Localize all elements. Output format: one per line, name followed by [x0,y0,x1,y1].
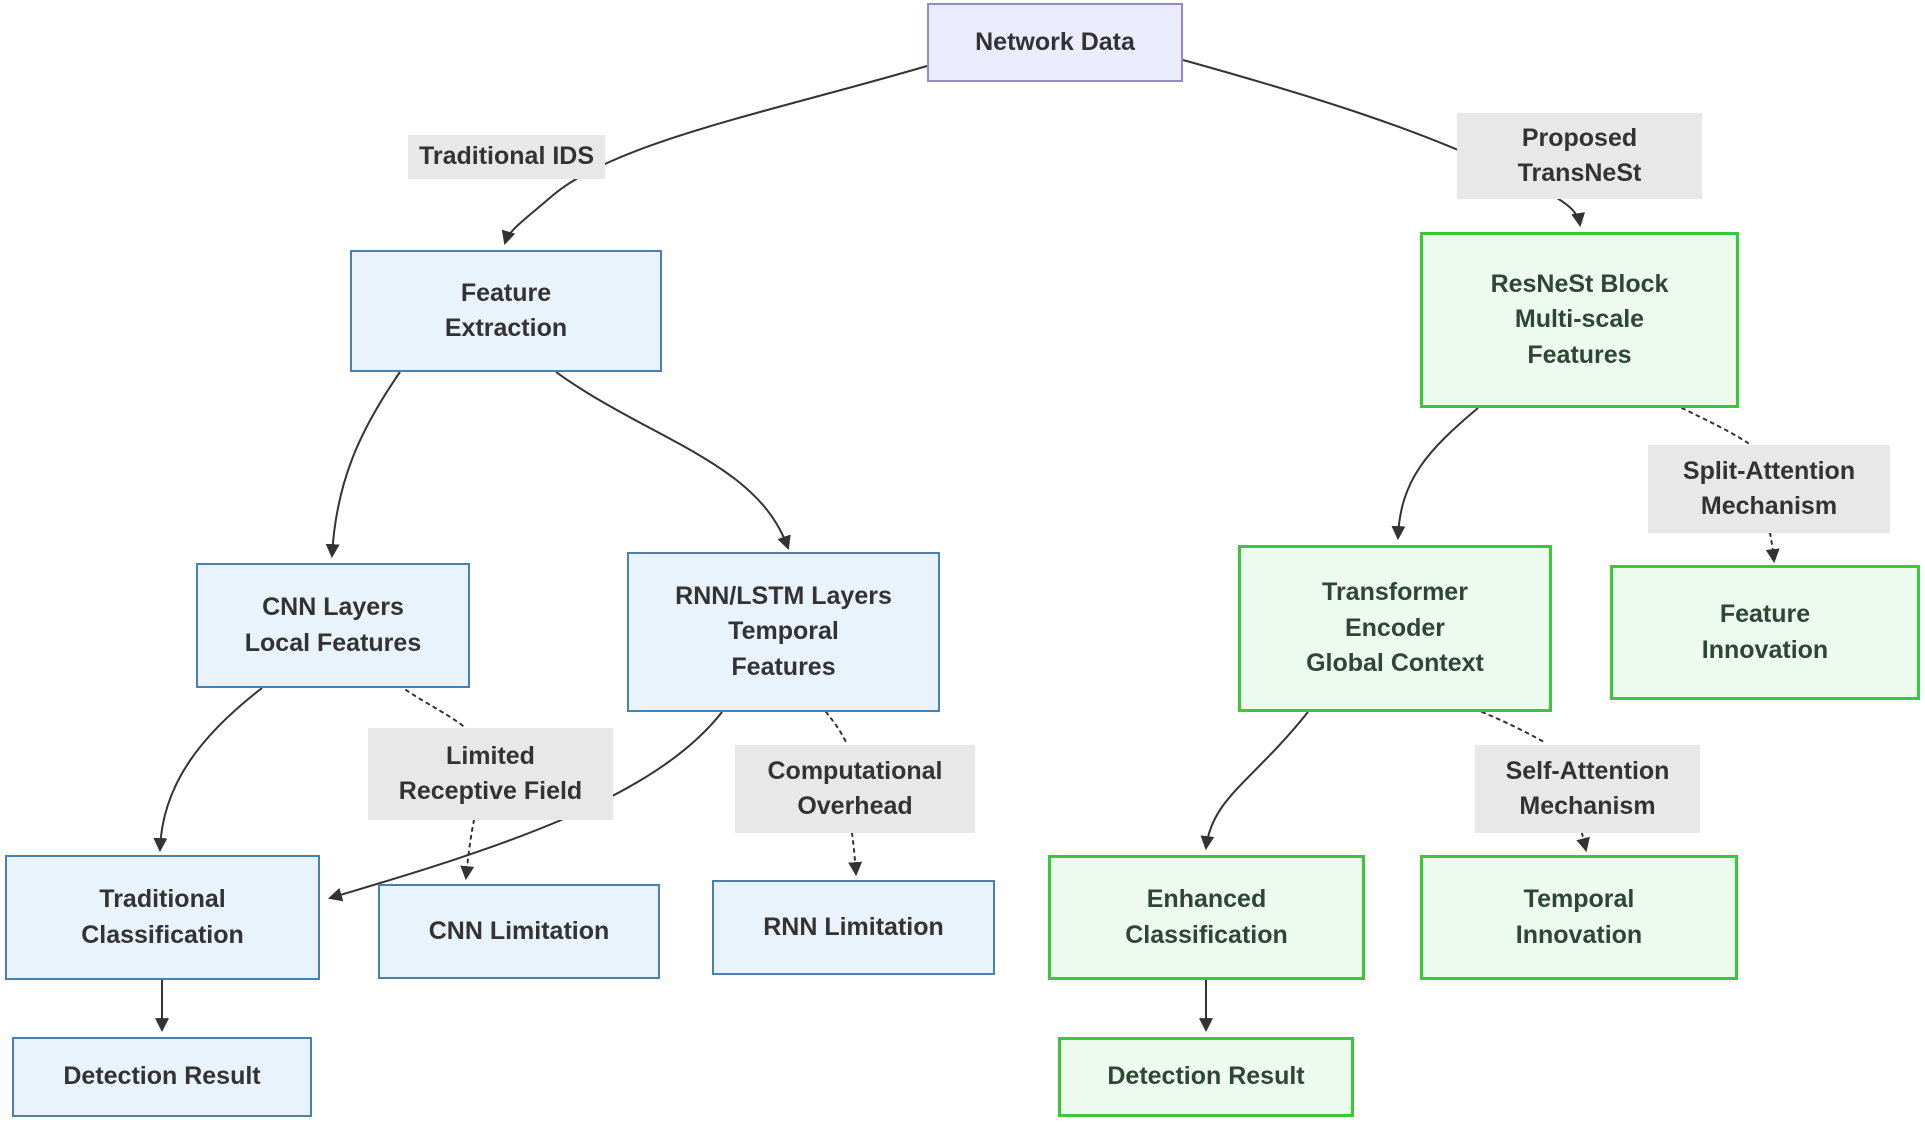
node-traditional-classification: Traditional Classification [5,855,320,980]
node-cnn-layers: CNN Layers Local Features [196,563,470,688]
edge-resnestblock-splitattention [1681,407,1749,444]
node-feature-innovation: Feature Innovation [1610,565,1920,700]
node-feature-extraction: Feature Extraction [350,250,662,372]
edge-label-self-attention-mechanism: Self-Attention Mechanism [1475,745,1700,833]
edge-cnnlayers-limitedreceptivefield [405,689,469,731]
node-rnn-limitation: RNN Limitation [712,880,995,975]
edge-rnnlstm-computationaloverhead [825,711,847,743]
edge-label-proposed-transnest: Proposed TransNeSt [1457,113,1702,199]
edge-label-traditional-ids: Traditional IDS [408,135,605,179]
node-rnn-lstm-layers: RNN/LSTM Layers Temporal Features [627,552,940,712]
node-network-data: Network Data [927,3,1183,82]
edge-selfattention-temporalinnovation [1576,832,1590,853]
edge-label-split-attention-mechanism: Split-Attention Mechanism [1648,445,1890,533]
edge-featureextraction-cnnlayers [325,371,401,559]
edge-resnestblock-transformerencoder [1391,407,1479,541]
edge-label-limited-receptive-field: Limited Receptive Field [368,728,613,820]
edge-transformerencoder-enhancedclassification [1200,711,1309,851]
edge-transformerencoder-selfattention [1481,711,1547,744]
edge-featureextraction-rnnlstm [555,371,791,550]
edge-computationaloverhead-rnnlimitation [848,832,863,877]
node-cnn-limitation: CNN Limitation [378,884,660,979]
edge-limitedreceptivefield-cnnlimitation [460,819,475,881]
edge-splitattention-featureinnovation [1765,532,1780,564]
edge-networkdata-featureextraction [501,65,928,246]
node-temporal-innovation: Temporal Innovation [1420,855,1738,980]
node-enhanced-classification: Enhanced Classification [1048,855,1365,980]
node-detection-result-left: Detection Result [12,1037,312,1117]
edge-cnnlayers-traditionalclassification [153,687,263,853]
node-detection-result-right: Detection Result [1058,1037,1354,1117]
node-transformer-encoder: Transformer Encoder Global Context [1238,545,1552,712]
node-resnest-block: ResNeSt Block Multi-scale Features [1420,232,1739,408]
edge-label-computational-overhead: Computational Overhead [735,745,975,833]
